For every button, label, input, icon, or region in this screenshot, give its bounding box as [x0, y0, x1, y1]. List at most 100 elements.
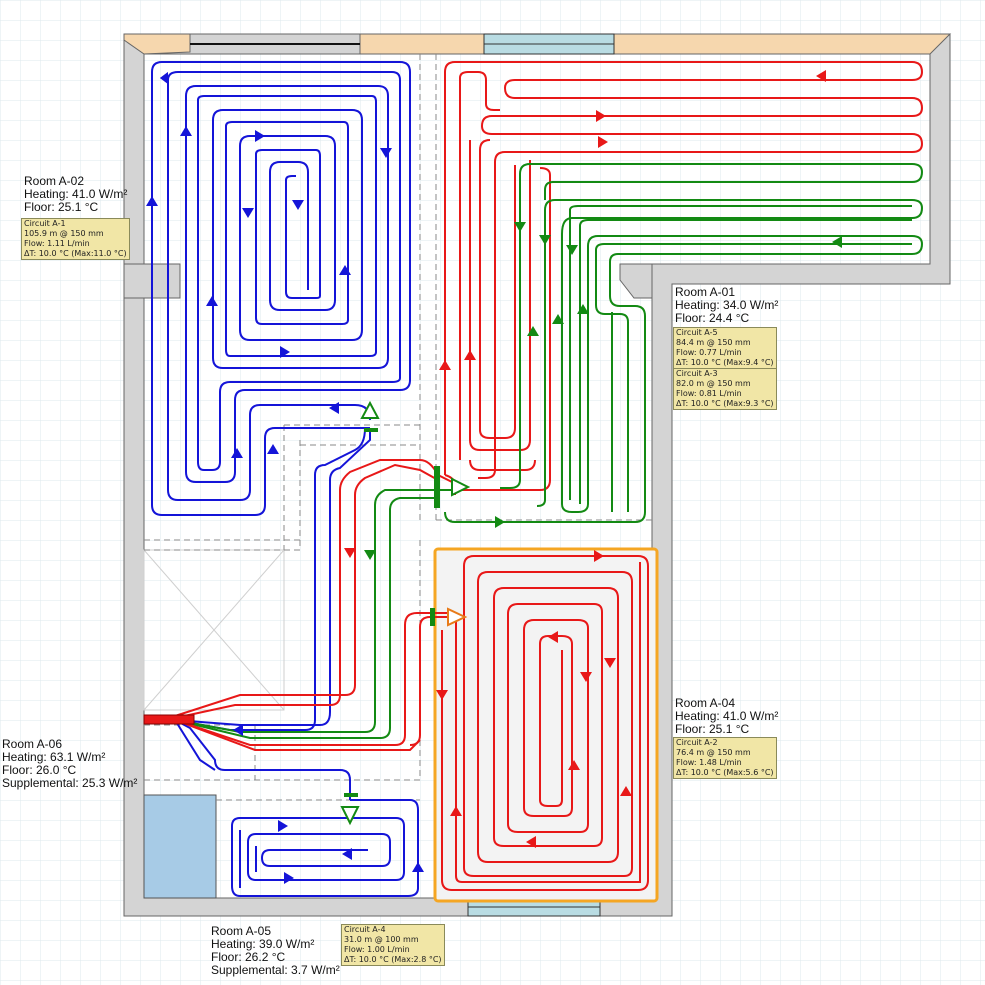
- circuit-a5-pipes[interactable]: [444, 61, 924, 495]
- room-label-a05: Room A-05 Heating: 39.0 W/m² Floor: 26.2…: [211, 925, 340, 977]
- arrow-icon: [568, 760, 580, 770]
- circuit-name: Circuit A-5: [676, 328, 718, 337]
- connector-icon: [344, 793, 358, 797]
- circuit-name: Circuit A-2: [676, 738, 718, 747]
- circuit-delta-t: ΔT: 10.0 °C (Max:2.8 °C): [344, 955, 442, 964]
- room-name: Room A-01: [675, 285, 736, 299]
- arrow-icon: [280, 346, 290, 358]
- arrow-icon: [604, 658, 616, 668]
- circuit-length: 84.4 m @ 150 mm: [676, 338, 751, 347]
- arrow-icon: [450, 806, 462, 816]
- connector-icon[interactable]: [340, 806, 360, 826]
- circuit-label-a5[interactable]: Circuit A-5 84.4 m @ 150 mm Flow: 0.77 L…: [673, 327, 777, 369]
- circuit-delta-t: ΔT: 10.0 °C (Max:9.3 °C): [676, 399, 774, 408]
- arrow-icon: [146, 196, 158, 206]
- circuit-name: Circuit A-3: [676, 369, 718, 378]
- connector-icon: [430, 608, 435, 626]
- arrow-icon: [539, 235, 551, 245]
- connector-icon[interactable]: [340, 400, 471, 826]
- arrow-icon: [339, 265, 351, 275]
- arrow-icon: [233, 724, 243, 736]
- bathtub-block: [143, 794, 217, 899]
- arrow-icon: [342, 848, 352, 860]
- arrow-icon: [329, 402, 339, 414]
- arrow-icon: [364, 550, 376, 560]
- arrow-icon: [526, 836, 536, 848]
- circuit-flow: Flow: 1.00 L/min: [344, 945, 410, 954]
- room-label-a04: Room A-04 Heating: 41.0 W/m² Floor: 25.1…: [675, 697, 778, 736]
- room-floor: Floor: 26.0 °C: [2, 763, 77, 777]
- circuit-label-a1[interactable]: Circuit A-1 105.9 m @ 150 mm Flow: 1.11 …: [21, 218, 130, 260]
- arrow-icon: [292, 200, 304, 210]
- circuit-name: Circuit A-1: [24, 219, 66, 228]
- circuit-flow: Flow: 0.77 L/min: [676, 348, 742, 357]
- room-heating: Heating: 41.0 W/m²: [675, 709, 779, 723]
- wall-stub-a01: [619, 263, 653, 299]
- circuit-delta-t: ΔT: 10.0 °C (Max:11.0 °C): [24, 249, 127, 258]
- arrow-icon: [160, 72, 168, 84]
- circuit-label-a3[interactable]: Circuit A-3 82.0 m @ 150 mm Flow: 0.81 L…: [673, 368, 777, 410]
- circuit-label-a2[interactable]: Circuit A-2 76.4 m @ 150 mm Flow: 1.48 L…: [673, 737, 777, 779]
- room-supplemental: Supplemental: 25.3 W/m²: [2, 776, 138, 790]
- circuit-delta-t: ΔT: 10.0 °C (Max:5.6 °C): [676, 768, 774, 777]
- selected-room-a04[interactable]: [433, 547, 659, 903]
- room-name: Room A-06: [2, 737, 63, 751]
- room-boundaries: [144, 54, 652, 801]
- arrow-icon: [566, 245, 578, 255]
- arrow-icon: [548, 631, 558, 643]
- room-label-a01: Room A-01 Heating: 34.0 W/m² Floor: 24.4…: [675, 286, 778, 325]
- riser-pipes[interactable]: [174, 427, 463, 771]
- arrow-icon: [278, 820, 288, 832]
- circuit-delta-t: ΔT: 10.0 °C (Max:9.4 °C): [676, 358, 774, 367]
- wall-end-right: [359, 33, 952, 55]
- arrow-icon: [594, 550, 604, 562]
- room-floor: Floor: 25.1 °C: [675, 722, 750, 736]
- arrow-icon: [620, 786, 632, 796]
- wall-end-left: [123, 33, 191, 55]
- arrow-icon: [242, 208, 254, 218]
- room-name: Room A-05: [211, 924, 272, 938]
- circuit-a1-pipes[interactable]: [151, 61, 411, 516]
- circuit-a3-pipes[interactable]: [444, 163, 924, 523]
- room-name: Room A-02: [24, 174, 85, 188]
- circuit-a4-pipes[interactable]: [174, 719, 419, 897]
- arrow-icon: [180, 126, 192, 136]
- connector-icon[interactable]: [451, 477, 471, 497]
- room-supplemental: Supplemental: 3.7 W/m²: [211, 963, 340, 977]
- arrow-icon: [816, 70, 826, 82]
- room-heating: Heating: 39.0 W/m²: [211, 937, 315, 951]
- circuit-flow: Flow: 0.81 L/min: [676, 389, 742, 398]
- arrow-icon: [344, 548, 356, 558]
- arrow-icon: [380, 148, 392, 158]
- arrow-icon: [577, 304, 589, 314]
- connector-icon[interactable]: [447, 607, 468, 627]
- room-heating: Heating: 41.0 W/m²: [24, 187, 128, 201]
- circuit-length: 105.9 m @ 150 mm: [24, 229, 104, 238]
- room-heating: Heating: 63.1 W/m²: [2, 750, 106, 764]
- room-floor: Floor: 26.2 °C: [211, 950, 286, 964]
- connector-icon: [364, 428, 378, 432]
- arrow-icon: [527, 326, 539, 336]
- arrow-icon: [596, 110, 606, 122]
- manifold-icon[interactable]: [143, 714, 195, 725]
- circuit-length: 82.0 m @ 150 mm: [676, 379, 751, 388]
- flow-arrows: [146, 70, 842, 884]
- circuit-length: 76.4 m @ 150 mm: [676, 748, 751, 757]
- connector-icon: [434, 466, 440, 508]
- room-floor: Floor: 24.4 °C: [675, 311, 750, 325]
- room-name: Room A-04: [675, 696, 736, 710]
- arrow-icon: [832, 236, 842, 248]
- arrow-icon: [267, 444, 279, 454]
- arrow-icon: [412, 862, 424, 872]
- connector-icon[interactable]: [360, 400, 380, 419]
- circuit-flow: Flow: 1.48 L/min: [676, 758, 742, 767]
- circuit-label-a4[interactable]: Circuit A-4 31.0 m @ 100 mm Flow: 1.00 L…: [341, 924, 445, 966]
- arrow-icon: [439, 360, 451, 370]
- arrow-icon: [514, 222, 526, 232]
- circuit-length: 31.0 m @ 100 mm: [344, 935, 419, 944]
- circuit-name: Circuit A-4: [344, 925, 386, 934]
- room-label-a06: Room A-06 Heating: 63.1 W/m² Floor: 26.0…: [2, 738, 137, 790]
- arrow-icon: [231, 448, 243, 458]
- arrow-icon: [206, 296, 218, 306]
